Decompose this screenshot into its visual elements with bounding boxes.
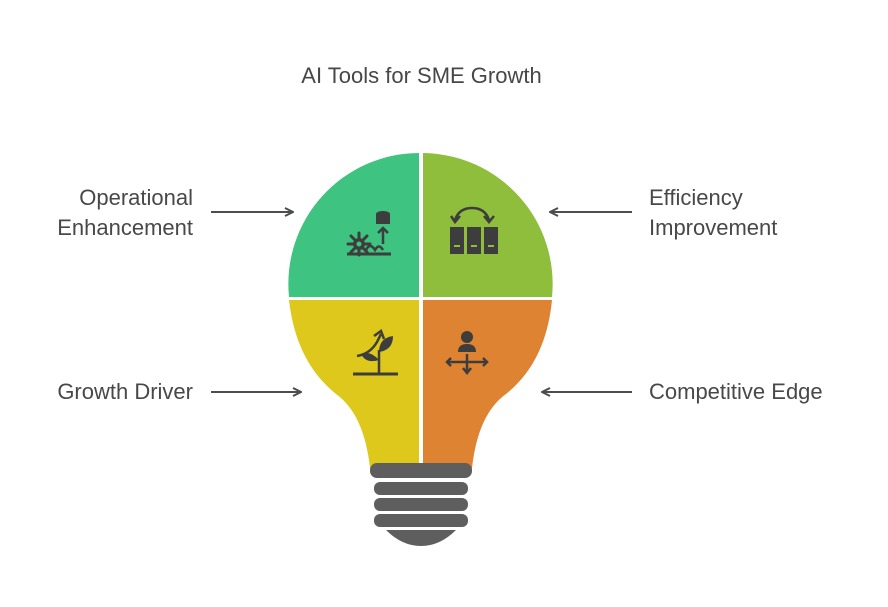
quadrant-growth-driver [289, 300, 419, 468]
label-efficiency-improvement: Efficiency Improvement [649, 183, 777, 243]
person-directions-icon [445, 331, 489, 376]
quadrant-efficiency-improvement [423, 153, 553, 297]
label-line: Enhancement [57, 215, 193, 240]
bulb-base [370, 463, 472, 546]
diagram-title: AI Tools for SME Growth [301, 63, 542, 88]
quadrant-competitive-edge [423, 300, 552, 468]
label-operational-enhancement: Operational Enhancement [57, 183, 193, 243]
label-line: Competitive Edge [649, 379, 823, 404]
plant-growth-arrow-icon [353, 329, 398, 376]
file-cabinet-cycle-icon [449, 206, 498, 254]
label-line: Efficiency [649, 185, 743, 210]
label-line: Growth Driver [57, 379, 193, 404]
label-competitive-edge: Competitive Edge [649, 377, 823, 407]
label-growth-driver: Growth Driver [57, 377, 193, 407]
quadrant-operational-enhancement [288, 153, 419, 297]
gear-sprout-data-icon [346, 211, 391, 257]
label-line: Improvement [649, 215, 778, 240]
label-line: Operational [79, 185, 193, 210]
